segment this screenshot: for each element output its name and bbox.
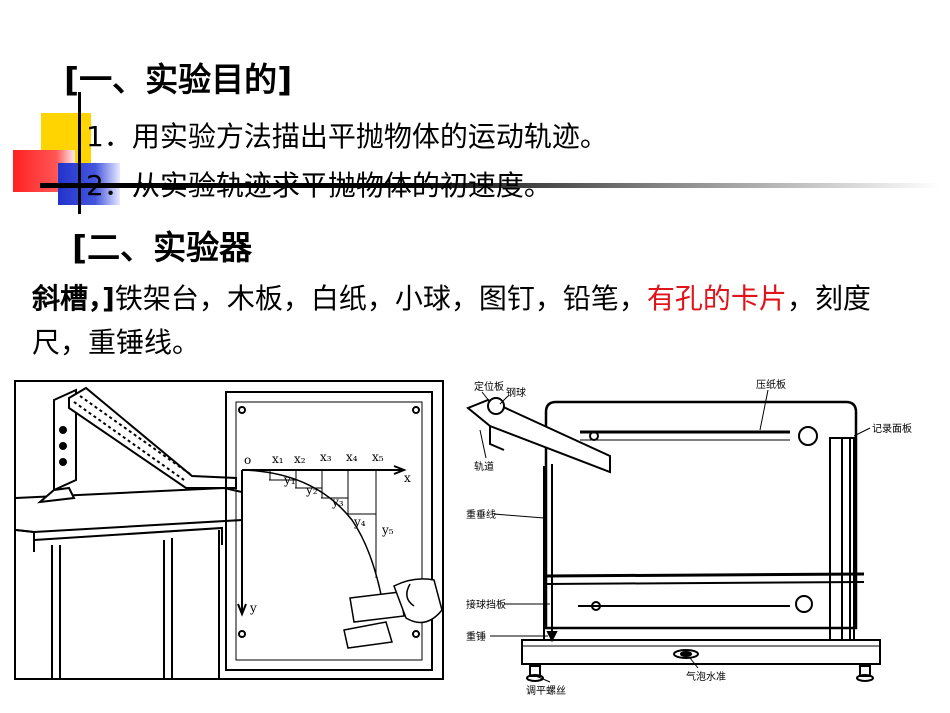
hand-with-card-drawing: [343, 578, 443, 649]
label-steel-ball: 钢球: [506, 386, 526, 399]
x-label-1: x₁: [272, 452, 284, 466]
y-label-5: y₅: [381, 523, 394, 537]
origin-label: o: [244, 453, 251, 467]
label-positioning-plate: 定位板: [474, 380, 504, 393]
x-label-5: x₅: [372, 450, 384, 464]
label-press-plate: 压纸板: [756, 378, 786, 391]
materials-plain: 铁架台，木板，白纸，小球，图钉，铅笔，: [114, 282, 647, 315]
label-level-bubble: 气泡水准: [686, 670, 726, 683]
section1-heading: [一、实验目的]: [64, 60, 293, 99]
materials-tail: ，刻度尺，重锤线。: [32, 282, 871, 359]
apparatus-diagram-right: 定位板 钢球 压纸板 记录面板 轨道 重垂线 接球挡板 重锤 气泡水准 调平螺丝: [466, 378, 912, 697]
materials-paragraph: 斜槽，]铁架台，木板，白纸，小球，图钉，铅笔，有孔的卡片，刻度尺，重锤线。: [32, 277, 922, 365]
decor-horizontal-line: [40, 183, 940, 188]
objective-item-1: 1．用实验方法描出平抛物体的运动轨迹。: [86, 120, 608, 153]
leader-lines: [479, 389, 871, 683]
y-label-3: y₃: [331, 495, 344, 509]
y-label-1: y₁: [283, 473, 296, 487]
objective-item-2: 2．从实验轨迹求平抛物体的初速度。: [86, 169, 552, 202]
frame-drawing: [466, 397, 881, 682]
label-leveling-screw: 调平螺丝: [526, 685, 566, 697]
label-record-board: 记录面板: [872, 422, 912, 435]
materials-highlight: 有孔的卡片: [646, 282, 787, 315]
y-label-2: y₂: [305, 483, 318, 497]
apparatus-diagram-left: o x y x₁ x₂ x₃ x₄ x₅ y₁ y₂ y₃ y₄ y₅: [14, 380, 444, 680]
inclined-chute-drawing: [36, 386, 237, 504]
x-label-3: x₃: [320, 450, 332, 464]
y-label-4: y₄: [353, 515, 366, 529]
x-label-4: x₄: [346, 450, 358, 464]
label-plumb-line: 重垂线: [466, 508, 496, 521]
section2-heading: [二、实验器: [72, 228, 253, 267]
label-track: 轨道: [474, 460, 494, 473]
y-axis-label: y: [249, 601, 257, 615]
x-label-2: x₂: [294, 452, 306, 466]
label-ball-catch-plate: 接球挡板: [466, 598, 506, 611]
label-plumb-bob: 重锤: [466, 630, 486, 643]
x-axis-label: x: [404, 471, 411, 485]
board-drawing: [225, 391, 433, 671]
decor-vertical-line: [78, 92, 81, 214]
materials-label: 斜槽，]: [32, 282, 115, 315]
